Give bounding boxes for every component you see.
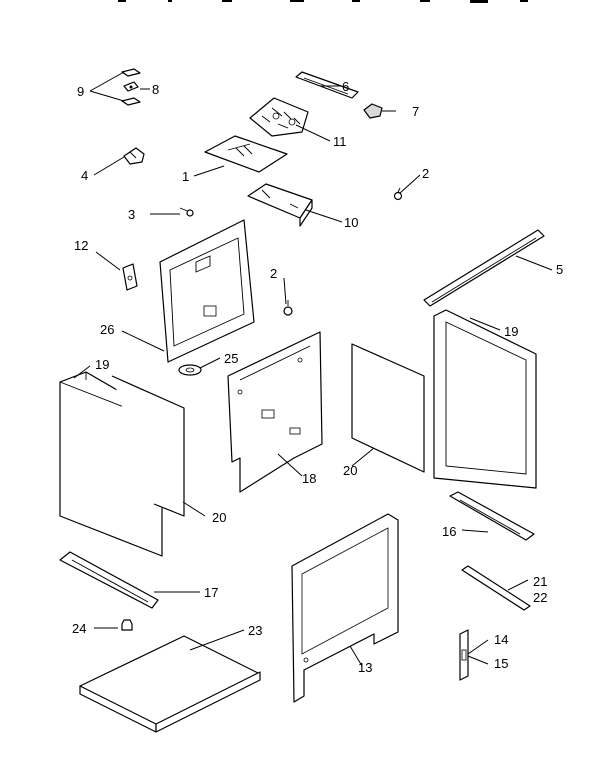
part-20-left-inner-sheet [111, 375, 185, 517]
part-20-right-inner-sheet [351, 343, 425, 473]
part-26-inner-panel [159, 219, 255, 363]
callout-labels: 9 8 4 1 3 6 7 11 10 2 12 2 5 26 25 19 19… [72, 79, 563, 675]
label-part-21: 21 [533, 574, 547, 589]
label-part-10: 10 [344, 215, 358, 230]
label-part-9: 9 [77, 84, 84, 99]
part-13-front-frame [291, 513, 399, 703]
label-part-16: 16 [442, 524, 456, 539]
label-part-13: 13 [358, 660, 372, 675]
label-part-20-left: 20 [212, 510, 226, 525]
label-part-12: 12 [74, 238, 88, 253]
part-2-screw-lower [283, 300, 293, 316]
label-part-5: 5 [556, 262, 563, 277]
part-24-foot [121, 619, 133, 631]
label-part-6: 6 [342, 79, 349, 94]
part-16-rail [449, 491, 535, 541]
label-part-15: 15 [494, 656, 508, 671]
part-7-block [363, 103, 383, 119]
part-9-clips [121, 68, 141, 106]
leader-lines [73, 71, 553, 667]
part-12-bracket [122, 263, 138, 291]
label-part-19-left: 19 [95, 357, 109, 372]
part-2-screw-upper [393, 187, 403, 201]
part-10-bracket [247, 183, 313, 227]
label-part-2-upper: 2 [422, 166, 429, 181]
label-part-8: 8 [152, 82, 159, 97]
label-part-23: 23 [248, 623, 262, 638]
part-23-tray [79, 635, 261, 733]
label-part-1: 1 [182, 169, 189, 184]
label-part-26: 26 [100, 322, 114, 337]
part-1-top-plate [204, 135, 288, 173]
part-4-bracket [123, 147, 145, 165]
label-part-14: 14 [494, 632, 508, 647]
part-25-grommet [178, 364, 202, 376]
part-18-back-panel [227, 331, 323, 493]
part-14-15-switch [459, 629, 469, 681]
label-part-19-right: 19 [504, 324, 518, 339]
cropped-header-marks [118, 0, 528, 3]
label-part-3: 3 [128, 207, 135, 222]
label-part-4: 4 [81, 168, 88, 183]
label-part-2-lower: 2 [270, 266, 277, 281]
label-part-25: 25 [224, 351, 238, 366]
part-11-mechanism [249, 97, 309, 137]
label-part-24: 24 [72, 621, 86, 636]
label-part-22: 22 [533, 590, 547, 605]
part-17-bottom-rail [59, 551, 159, 609]
part-19-right-side-panel [433, 309, 537, 489]
label-part-7: 7 [412, 104, 419, 119]
part-3-screw [179, 207, 194, 217]
part-8-clip [123, 81, 139, 92]
label-part-18: 18 [302, 471, 316, 486]
part-5-rail [423, 229, 545, 307]
label-part-17: 17 [204, 585, 218, 600]
label-part-20-right: 20 [343, 463, 357, 478]
label-part-11: 11 [333, 134, 347, 149]
part-21-22-trim [461, 565, 531, 611]
